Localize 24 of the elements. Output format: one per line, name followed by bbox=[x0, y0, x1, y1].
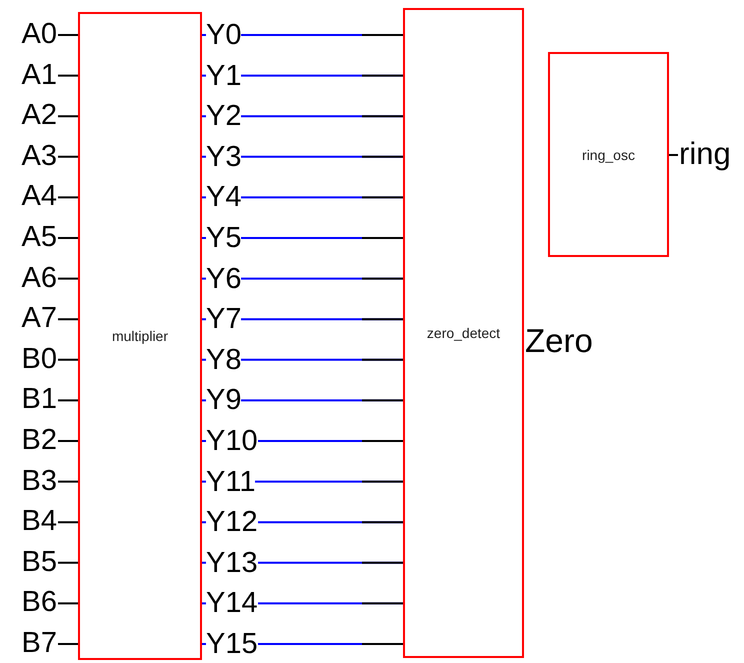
module-name: ring_osc bbox=[582, 146, 635, 162]
pin-name: A0 bbox=[22, 19, 57, 49]
module-name: zero_detect bbox=[426, 325, 500, 341]
pin-name: B3 bbox=[22, 466, 57, 496]
pin-name: A2 bbox=[22, 100, 57, 130]
pin-name: ring bbox=[679, 139, 731, 169]
pin-name: A7 bbox=[22, 303, 57, 334]
pin-name: A3 bbox=[22, 140, 57, 171]
pin-name: B1 bbox=[22, 384, 57, 414]
module-box bbox=[78, 12, 202, 660]
pin-name: B2 bbox=[22, 425, 57, 455]
pin-name: B0 bbox=[22, 344, 57, 374]
pin-name: B5 bbox=[22, 546, 57, 577]
pin-name: A1 bbox=[22, 60, 57, 90]
module-name: multiplier bbox=[112, 328, 168, 344]
pin-name: B7 bbox=[22, 628, 57, 658]
module-box bbox=[548, 52, 669, 257]
module-box bbox=[403, 8, 524, 658]
pin-name: A6 bbox=[22, 262, 57, 293]
pin-name: A5 bbox=[22, 222, 57, 252]
pin-name: A4 bbox=[22, 181, 57, 212]
pin-name: B4 bbox=[22, 506, 57, 536]
pin-name: Zero bbox=[525, 326, 593, 356]
pin-name: B6 bbox=[22, 587, 57, 618]
